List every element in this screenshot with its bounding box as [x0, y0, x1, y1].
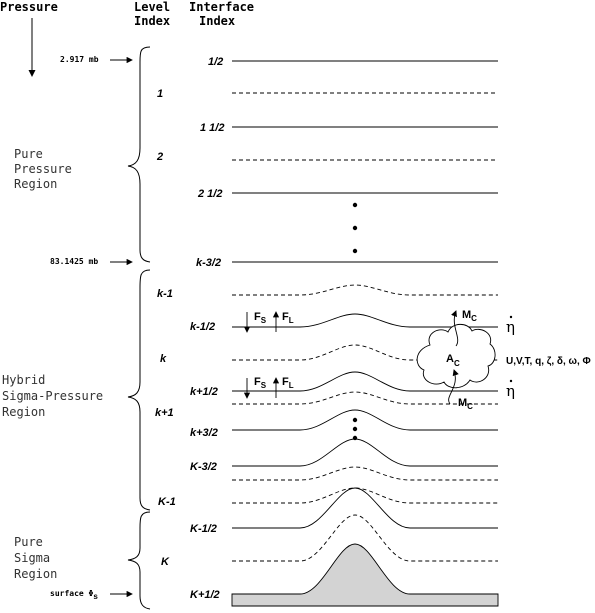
pressure-label-surface: surface Φs: [50, 589, 98, 601]
ellipsis-dot: [352, 225, 358, 231]
flux-fs-upper: FS: [254, 311, 267, 325]
flux-fs-lower: FS: [254, 376, 267, 390]
region-hybrid-line2: Sigma-Pressure: [2, 389, 103, 403]
header-pressure: Pressure: [0, 0, 58, 14]
region-pure-sigma-line3: Region: [14, 567, 57, 581]
level-line-k-1: [232, 284, 498, 296]
ellipsis-dot: [352, 435, 358, 441]
mass-flux-label-upper: MC: [462, 309, 477, 323]
level-index-K-1: K-1: [158, 496, 176, 508]
region-pure-pressure-line2: Pressure: [14, 162, 72, 176]
pressure-label-mid: 83.1425 mb: [50, 257, 98, 266]
region-hybrid-line1: Hybrid: [2, 373, 45, 387]
pressure-label-top: 2.917 mb: [60, 55, 99, 64]
level-index-K: K: [161, 556, 170, 568]
interface-index-k-plus-3-2: k+3/2: [190, 427, 218, 439]
interface-line-K-1-2: [232, 487, 498, 529]
ellipsis-dot: [352, 417, 358, 423]
brace-pure-sigma: [127, 511, 151, 610]
level-line-k-plus-1: [232, 391, 498, 405]
region-pure-sigma-line1: Pure: [14, 535, 43, 549]
eta-dot-mark-upper: [509, 315, 513, 319]
ellipsis-dot: [352, 202, 358, 208]
level-index-k: k: [160, 353, 167, 365]
interface-index-K-1-2: K-1/2: [190, 523, 217, 535]
header-interface-index-line2: Index: [199, 14, 235, 28]
level-index-k-1: k-1: [157, 288, 173, 300]
level-index-1: 1: [157, 88, 163, 100]
interface-line-K-3-2: [232, 438, 498, 467]
interface-index-K-3-2: K-3/2: [190, 461, 217, 473]
brace-hybrid: [127, 269, 151, 511]
interface-line-k-plus-1-2: [232, 371, 498, 392]
level-index-2: 2: [156, 151, 163, 163]
interface-index-1-1-2: 1 1/2: [200, 122, 224, 134]
region-pure-sigma-line2: Sigma: [14, 551, 50, 565]
prognostic-variables: U,V,T, q, ζ, δ, ω, Φ: [506, 356, 591, 367]
eta-dot-lower: η: [506, 382, 515, 400]
interface-index-K-plus-1-2: K+1/2: [190, 589, 220, 601]
header-level-index-line1: Level: [134, 0, 170, 14]
ellipsis-dot: [352, 248, 358, 254]
level-line-k: [232, 344, 498, 361]
mass-flux-out-arrow: [451, 310, 459, 347]
region-pure-pressure-line3: Region: [14, 177, 57, 191]
mass-flux-label-lower: MC: [458, 397, 473, 411]
level-line-K-1: [232, 487, 498, 504]
level-line-K: [232, 514, 498, 562]
interface-index-2-1-2: 2 1/2: [197, 188, 222, 200]
convective-cloud: [416, 323, 496, 389]
mass-flux-in-arrow: [448, 369, 459, 405]
interface-line-k-1-2: [232, 313, 498, 328]
region-pure-pressure-line1: Pure: [14, 147, 43, 161]
cloud-area-label: AC: [446, 353, 460, 368]
level-line-K-1a: [232, 466, 498, 481]
flux-fl-lower: FL: [282, 376, 294, 390]
ellipsis-dot: [352, 426, 358, 432]
level-index-k-plus-1: k+1: [155, 407, 174, 419]
brace-pure-pressure: [127, 46, 151, 263]
interface-index-k-1-2: k-1/2: [190, 321, 215, 333]
header-interface-index-line1: Interface: [189, 0, 254, 14]
interface-index-k-plus-1-2: k+1/2: [190, 386, 218, 398]
interface-index-1-2: 1/2: [208, 56, 223, 68]
flux-fl-upper: FL: [282, 311, 294, 325]
region-hybrid-line3: Region: [2, 405, 45, 419]
eta-dot-mark-lower: [509, 379, 513, 383]
interface-index-k-3-2: k-3/2: [196, 257, 221, 269]
surface-terrain: [231, 543, 499, 607]
eta-dot-upper: η: [506, 318, 515, 336]
header-level-index-line2: Index: [134, 14, 170, 28]
interface-line-k-plus-3-2: [232, 409, 498, 431]
